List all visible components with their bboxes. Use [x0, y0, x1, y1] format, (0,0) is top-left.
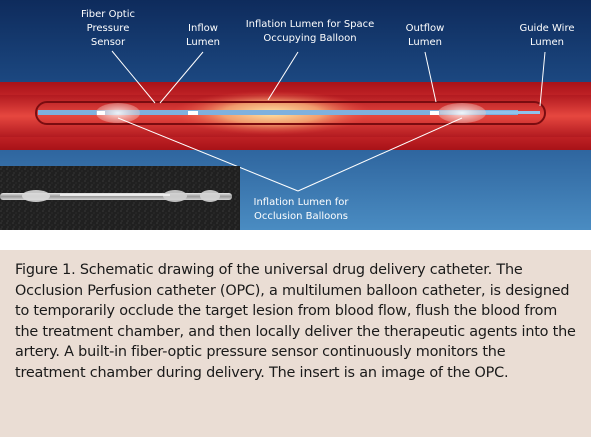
label-occlusion-balloons-lumen: Inflation Lumen for Occlusion Balloons — [253, 197, 349, 222]
callout-lines — [111, 50, 546, 192]
label-outflow-lumen: Outflow Lumen — [405, 23, 445, 48]
catheter-shaft — [38, 110, 518, 115]
guide-wire — [440, 111, 540, 114]
inflow-port — [188, 111, 198, 115]
caption-box: Figure 1. Schematic drawing of the unive… — [0, 250, 591, 437]
label-fiber-optic-sensor: Fiber Optic Pressure Sensor — [80, 9, 135, 48]
occlusion-balloon-right — [438, 103, 486, 123]
catheter-diagram — [0, 0, 591, 230]
opc-photo-insert — [0, 166, 240, 230]
figure-caption: Figure 1. Schematic drawing of the unive… — [15, 262, 576, 381]
occlusion-balloon-left — [96, 103, 140, 123]
label-inflow-lumen: Inflow Lumen — [186, 23, 220, 48]
outflow-port — [430, 111, 439, 115]
label-space-balloon-lumen: Inflation Lumen for Space Occupying Ball… — [245, 19, 375, 44]
sensor-port — [97, 111, 105, 115]
label-guide-wire-lumen: Guide Wire Lumen — [519, 23, 575, 48]
catheter-body — [35, 101, 546, 125]
